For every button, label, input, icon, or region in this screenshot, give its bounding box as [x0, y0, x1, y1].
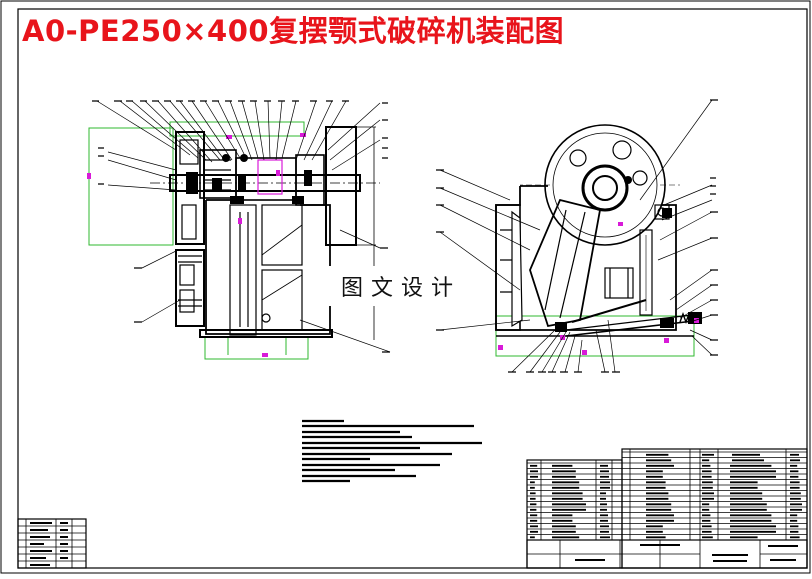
- front-view: [436, 99, 718, 373]
- inner-border: [17, 8, 808, 569]
- parts-list: [526, 448, 808, 569]
- swing-jaw: [529, 198, 602, 328]
- side-view: [87, 100, 391, 360]
- flywheel-lower: [175, 249, 205, 327]
- toggle-plate: [571, 299, 647, 323]
- eccentric-shaft-front: [581, 164, 629, 212]
- technical-requirements: [302, 419, 482, 483]
- crusher-frame-front: [495, 185, 677, 331]
- revision-table: [17, 518, 87, 569]
- drawing-title: A0-PE250×400复摆颚式破碎机装配图: [22, 14, 565, 48]
- watermark-label: 图文设计: [326, 266, 476, 306]
- tension-rod: [565, 319, 703, 337]
- flywheel-right: [325, 126, 357, 246]
- flywheel-upper: [175, 131, 205, 245]
